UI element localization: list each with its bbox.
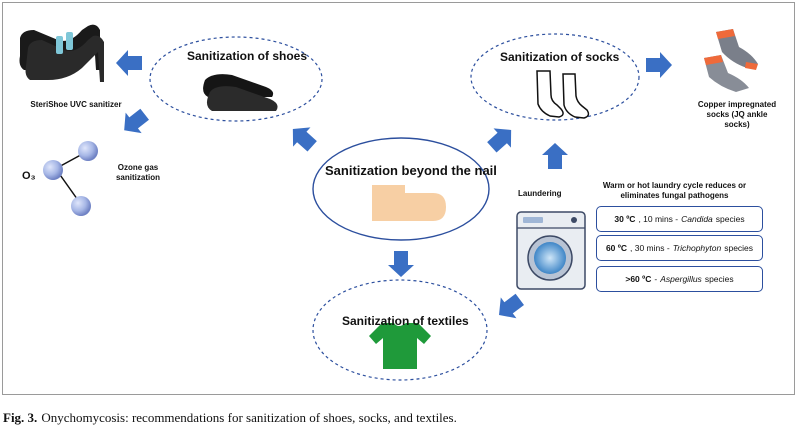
condition-box: 30 ºC, 10 mins - Candida species — [596, 206, 763, 232]
ozone-formula-label: O₃ — [22, 170, 36, 182]
arrow-to-socks — [487, 128, 512, 153]
textiles-title: Sanitization of textiles — [342, 314, 469, 328]
ozone-molecule-illustration — [43, 141, 98, 216]
socks-title: Sanitization of socks — [500, 50, 620, 64]
arrow-to-shoes — [292, 127, 317, 152]
arrow-to-ozone — [124, 108, 149, 134]
condition-box: >60 ºC - Aspergillus species — [596, 266, 763, 292]
arrow-laundering-to-textiles — [499, 293, 524, 319]
nail-illustration — [372, 185, 446, 221]
arrows — [116, 50, 672, 319]
copper-socks-label: Copper impregnated socks (JQ ankle socks… — [697, 100, 777, 129]
center-title: Sanitization beyond the nail — [325, 163, 497, 178]
shoes-title: Sanitization of shoes — [187, 49, 308, 63]
center-ellipse — [312, 137, 490, 241]
copper-socks-illustration — [704, 29, 758, 92]
figure-frame — [2, 2, 795, 395]
caption-text: Onychomycosis: recommendations for sanit… — [41, 410, 457, 425]
textiles-ellipse — [312, 279, 488, 381]
socks-illustration — [536, 70, 590, 119]
washing-machine-illustration — [516, 211, 586, 290]
condition-box: 60 ºC, 30 mins - Trichophyton species — [596, 235, 763, 261]
socks-ellipse — [470, 33, 640, 121]
dress-shoes-illustration — [203, 74, 278, 111]
laundering-label: Laundering — [518, 189, 562, 198]
caption-label: Fig. 3. — [3, 410, 38, 425]
arrow-to-sterishoe — [116, 50, 142, 76]
arrow-laundering-to-socks — [542, 143, 568, 169]
sterishoe-label: SteriShoe UVC sanitizer — [30, 100, 122, 109]
shoes-ellipse — [149, 36, 323, 122]
ozone-label: Ozone gas sanitization — [115, 163, 160, 182]
high-heel-shoes-illustration — [19, 24, 104, 82]
tshirt-illustration — [369, 323, 431, 369]
laundry-note: Warm or hot laundry cycle reduces or eli… — [602, 181, 747, 200]
arrow-to-textiles — [388, 251, 414, 277]
arrow-to-copper-socks — [646, 52, 672, 78]
figure-caption: Fig. 3.Onychomycosis: recommendations fo… — [3, 410, 457, 426]
